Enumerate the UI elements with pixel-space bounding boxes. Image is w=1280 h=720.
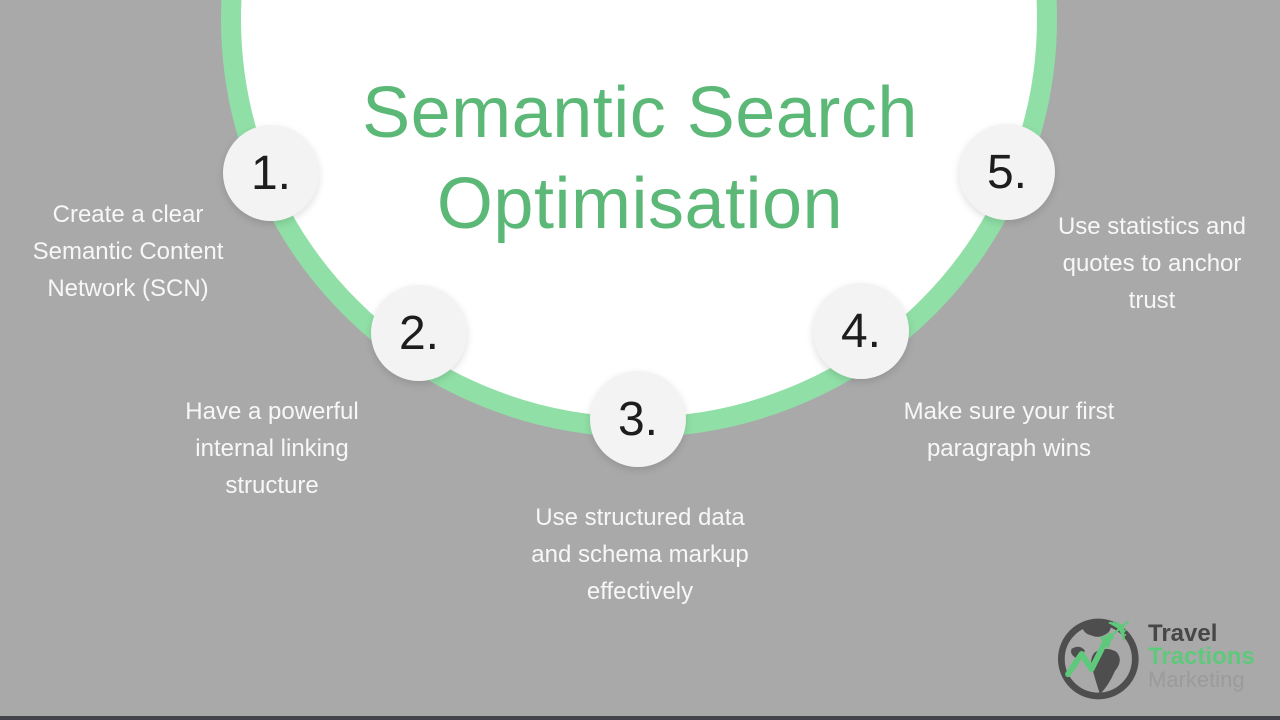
- step-text-3-line-3: effectively: [586, 578, 694, 605]
- step-text-4-line-1: Make sure your first: [903, 398, 1115, 425]
- title-line-2: Optimisation: [436, 164, 844, 244]
- logo-word-travel: Travel: [1148, 620, 1218, 647]
- step-number-2: 2.: [398, 306, 440, 360]
- brand-logo: ✈ Travel Tractions Marketing: [1058, 606, 1273, 708]
- step-text-5-line-2: quotes to anchor: [1062, 250, 1242, 277]
- step-text-2-line-1: Have a powerful: [185, 398, 359, 425]
- globe-land-north: [1081, 620, 1111, 637]
- step-circle-3: 3.: [590, 371, 686, 467]
- step-text-1: Create a clear Semantic Content Network …: [8, 196, 248, 307]
- step-text-2-line-2: internal linking: [195, 435, 349, 462]
- step-circle-4: 4.: [813, 283, 909, 379]
- step-text-4-line-2: paragraph wins: [926, 435, 1092, 462]
- step-text-5-line-1: Use statistics and: [1057, 213, 1247, 240]
- step-number-5: 5.: [986, 145, 1028, 199]
- step-number-1: 1.: [250, 146, 292, 200]
- step-circle-1: 1.: [223, 125, 319, 221]
- step-text-1-line-3: Network (SCN): [47, 275, 209, 302]
- step-text-3: Use structured data and schema markup ef…: [505, 499, 775, 610]
- step-text-2: Have a powerful internal linking structu…: [152, 393, 392, 504]
- logo-wordmark: Travel Tractions Marketing: [1148, 620, 1255, 692]
- step-text-3-line-1: Use structured data: [535, 504, 745, 531]
- trend-arrowhead: [1100, 633, 1114, 649]
- step-circle-5: 5.: [959, 124, 1055, 220]
- step-number-4: 4.: [840, 304, 882, 358]
- step-text-4: Make sure your first paragraph wins: [879, 393, 1139, 467]
- logo-word-marketing: Marketing: [1148, 667, 1245, 692]
- step-text-5-line-3: trust: [1128, 287, 1176, 314]
- step-text-2-line-3: structure: [225, 472, 319, 499]
- logo-word-tractions: Tractions: [1148, 643, 1255, 670]
- step-circle-2: 2.: [371, 285, 467, 381]
- bottom-edge-bar: [0, 716, 1280, 720]
- step-text-1-line-2: Semantic Content: [32, 238, 224, 265]
- globe-icon: [1058, 618, 1139, 700]
- step-text-1-line-1: Create a clear: [52, 201, 204, 228]
- step-text-3-line-2: and schema markup: [531, 541, 749, 568]
- trend-arrow-icon: [1065, 639, 1108, 678]
- step-number-3: 3.: [617, 392, 659, 446]
- step-text-5: Use statistics and quotes to anchor trus…: [1032, 208, 1272, 319]
- title-line-1: Semantic Search: [362, 73, 918, 153]
- page-title: Semantic Search Optimisation: [0, 68, 1280, 250]
